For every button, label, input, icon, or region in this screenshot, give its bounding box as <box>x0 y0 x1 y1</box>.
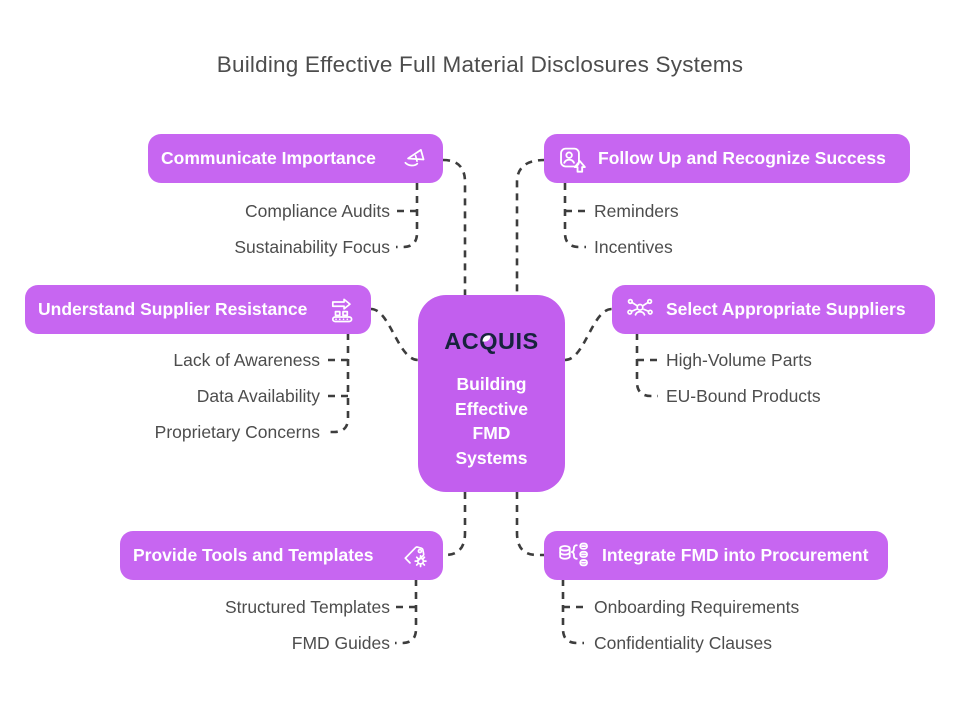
sub-item: Data Availability <box>196 386 320 406</box>
node-communicate-importance: Communicate Importance <box>148 134 443 183</box>
database-integration-icon <box>557 541 591 571</box>
supplier-network-icon <box>625 295 655 325</box>
node-label: Follow Up and Recognize Success <box>598 148 886 168</box>
sub-item: Lack of Awareness <box>173 350 320 370</box>
sub-item: Onboarding Requirements <box>594 597 800 617</box>
sub-item: FMD Guides <box>291 633 390 653</box>
sub-item: Proprietary Concerns <box>154 422 320 442</box>
sub-item: Incentives <box>594 237 673 257</box>
center-label: Building Effective FMD Systems <box>455 374 528 468</box>
logo-q-leaf: Q <box>479 328 499 354</box>
node-integrate-procurement: Integrate FMD into Procurement <box>544 531 888 580</box>
logo-text: AC <box>444 328 480 354</box>
node-label: Communicate Importance <box>161 148 376 168</box>
node-follow-up-recognize: Follow Up and Recognize Success <box>544 134 910 183</box>
sub-item: Structured Templates <box>224 597 390 617</box>
person-promotion-icon <box>557 144 587 174</box>
node-label: Understand Supplier Resistance <box>38 299 308 319</box>
node-label: Select Appropriate Suppliers <box>666 299 906 319</box>
sub-item: Compliance Audits <box>245 201 390 221</box>
sub-item: High-Volume Parts <box>666 350 812 370</box>
sub-item: Confidentiality Clauses <box>594 633 773 653</box>
megaphone-hand-icon <box>400 144 430 174</box>
node-label: Integrate FMD into Procurement <box>602 545 869 565</box>
logo-text: UIS <box>498 328 539 354</box>
node-label: Provide Tools and Templates <box>133 545 374 565</box>
tag-gear-icon <box>400 541 430 571</box>
sub-item: EU-Bound Products <box>666 386 821 406</box>
sub-item: Reminders <box>594 201 679 221</box>
node-tools-templates: Provide Tools and Templates <box>120 531 443 580</box>
node-select-suppliers: Select Appropriate Suppliers <box>612 285 935 334</box>
conveyor-arrow-icon <box>328 295 358 325</box>
node-supplier-resistance: Understand Supplier Resistance <box>25 285 371 334</box>
sub-item: Sustainability Focus <box>234 237 390 257</box>
page-title: Building Effective Full Material Disclos… <box>216 52 744 77</box>
